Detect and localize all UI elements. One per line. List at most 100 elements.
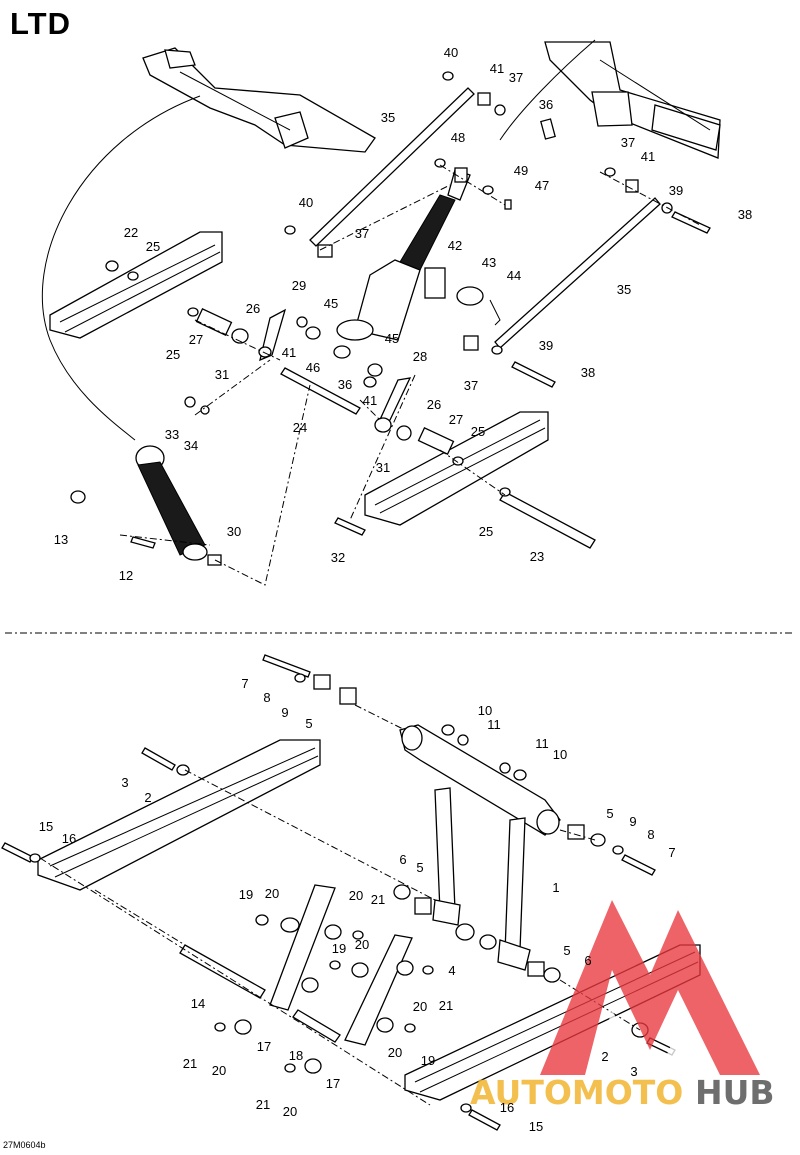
top-callout-47: 47 [535,178,549,193]
bottom-callout-20: 20 [265,886,279,901]
top-callout-40: 40 [299,195,313,210]
bottom-callout-9: 9 [629,814,636,829]
automotohub-watermark-logo [540,900,760,1075]
top-callout-36: 36 [338,377,352,392]
top-callout-44: 44 [507,268,521,283]
bottom-callout-3: 3 [121,775,128,790]
top-callout-30: 30 [227,524,241,539]
axle-14 [179,944,266,999]
top-callout-41: 41 [490,61,504,76]
bottom-callout-11: 11 [487,717,501,732]
bottom-callout-21: 21 [439,998,453,1013]
rear-arm-upper [544,41,721,159]
bottom-callout-16: 16 [500,1100,514,1115]
watermark-text-hub: HUB [695,1073,775,1112]
bottom-callout-5: 5 [563,943,570,958]
bottom-callout-20: 20 [349,888,363,903]
top-callout-26: 26 [427,397,441,412]
top-callout-12: 12 [119,568,133,583]
axle-23 [499,491,596,549]
bottom-callout-3: 3 [630,1064,637,1079]
bottom-callout-21: 21 [371,892,385,907]
bottom-callout-19: 19 [239,887,253,902]
bottom-callout-4: 4 [448,963,455,978]
top-callout-41: 41 [363,393,377,408]
top-callout-37: 37 [509,70,523,85]
top-callout-32: 32 [331,550,345,565]
top-callout-42: 42 [448,238,462,253]
top-callout-25: 25 [471,424,485,439]
top-callout-39: 39 [539,338,553,353]
bottom-callout-7: 7 [241,676,248,691]
top-callout-25: 25 [166,347,180,362]
top-callout-25: 25 [146,239,160,254]
top-callout-45: 45 [385,331,399,346]
bottom-callout-21: 21 [256,1097,270,1112]
bottom-callout-15: 15 [529,1119,543,1134]
bottom-callout-17: 17 [326,1076,340,1091]
watermark-text-automoto: AUTOMOTO [470,1073,683,1112]
top-callout-40: 40 [444,45,458,60]
top-callout-13: 13 [54,532,68,547]
top-callout-28: 28 [413,349,427,364]
rod-35-left [309,87,475,247]
bottom-callout-15: 15 [39,819,53,834]
bottom-callout-7: 7 [668,845,675,860]
top-callout-36: 36 [539,97,553,112]
bottom-callout-18: 18 [289,1048,303,1063]
bottom-callout-19: 19 [332,941,346,956]
top-callout-27: 27 [189,332,203,347]
top-callout-31: 31 [215,367,229,382]
top-callout-48: 48 [451,130,465,145]
top-callout-37: 37 [355,226,369,241]
assembly-lines-top [119,164,701,586]
bottom-callout-20: 20 [283,1104,297,1119]
page-title: LTD [10,6,71,41]
bottom-callout-17: 17 [257,1039,271,1054]
top-callout-37: 37 [464,378,478,393]
top-callout-33: 33 [165,427,179,442]
top-callout-26: 26 [246,301,260,316]
bottom-callout-20: 20 [355,937,369,952]
link-28 [376,377,412,426]
bottom-callout-19: 19 [421,1053,435,1068]
bottom-callout-2: 2 [144,790,151,805]
top-callout-46: 46 [306,360,320,375]
bottom-callout-10: 10 [553,747,567,762]
top-callout-43: 43 [482,255,496,270]
bottom-callout-20: 20 [212,1063,226,1078]
bottom-callout-6: 6 [399,852,406,867]
top-callout-34: 34 [184,438,198,453]
bottom-callout-1: 1 [552,880,559,895]
bottom-callout-11: 11 [535,736,549,751]
top-callout-23: 23 [530,549,544,564]
drawing-code: 27M0604b [3,1140,46,1150]
small-hardware-top [70,71,711,566]
bottom-callout-2: 2 [601,1049,608,1064]
rear-arm-assembly [399,724,561,971]
top-callout-24: 24 [293,420,307,435]
top-callout-35: 35 [381,110,395,125]
top-callout-27: 27 [449,412,463,427]
top-callout-38: 38 [738,207,752,222]
top-callout-41: 41 [641,149,655,164]
front-arm-upper [142,47,376,153]
top-callout-49: 49 [514,163,528,178]
top-callout-35: 35 [617,282,631,297]
link-17-right [344,934,413,1046]
top-callout-45: 45 [324,296,338,311]
top-callout-41: 41 [282,345,296,360]
link-17-left [269,884,336,1011]
top-callout-38: 38 [581,365,595,380]
top-callout-22: 22 [124,225,138,240]
bottom-callout-8: 8 [263,690,270,705]
rail-left-bottom [37,739,321,891]
lower-shock-absorber [135,445,208,561]
bottom-callout-6: 6 [584,953,591,968]
bottom-callout-20: 20 [413,999,427,1014]
top-callout-31: 31 [376,460,390,475]
arc-line-left [41,95,201,441]
bottom-callout-20: 20 [388,1045,402,1060]
axle-24 [280,367,361,415]
